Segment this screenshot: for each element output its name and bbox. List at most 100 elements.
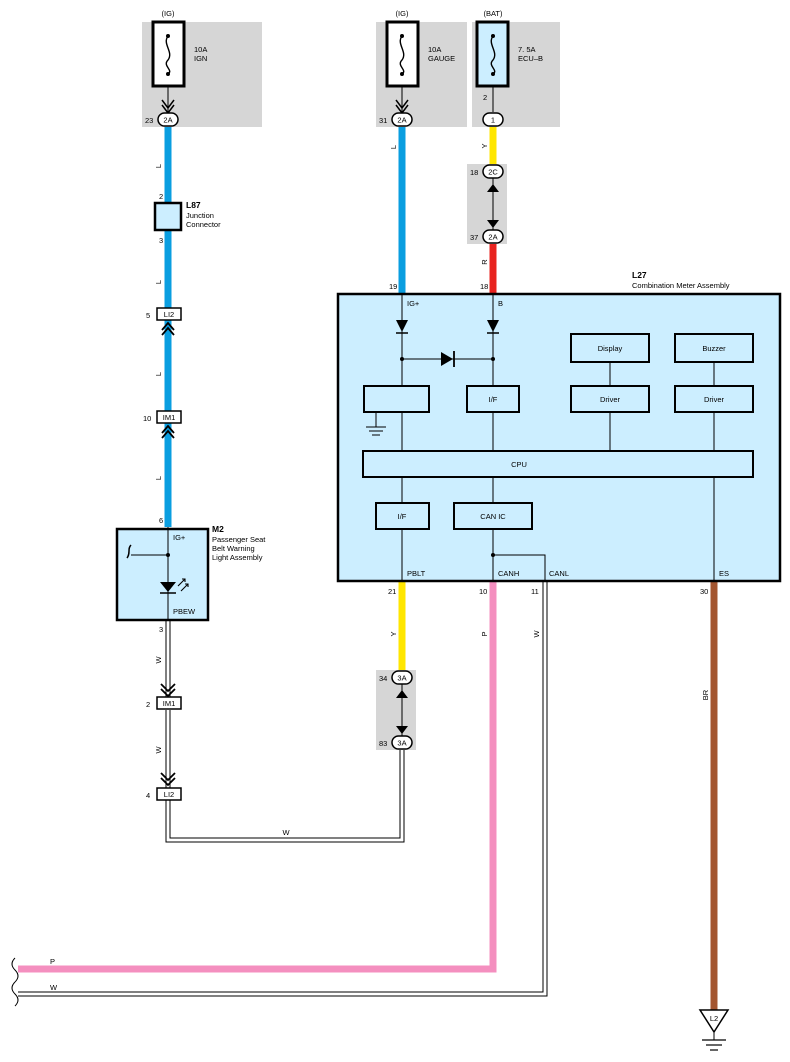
- j3a-top-pin: 34: [379, 674, 387, 683]
- l27-pin-canl: 11: [531, 587, 539, 596]
- wire-label-im1-li2: W: [154, 746, 163, 754]
- svg-text:3A: 3A: [397, 674, 406, 683]
- j2a-pin: 37: [470, 233, 478, 242]
- svg-text:2A: 2A: [163, 116, 172, 125]
- connector-ecub-1: 1: [482, 112, 504, 127]
- l27-pblt-label: PBLT: [407, 569, 426, 578]
- wire-label-es: BR: [701, 689, 710, 700]
- fuse-ign: [151, 20, 186, 88]
- l27-combination-meter-assembly: [336, 292, 782, 583]
- l27-pin-es: 30: [700, 587, 708, 596]
- gauge-power-source: (IG): [396, 9, 409, 18]
- wire-label-ign-d: L: [154, 476, 163, 480]
- gauge-pin: 31: [379, 116, 387, 125]
- l27-pin-canh: 10: [479, 587, 487, 596]
- diode-icon: [441, 352, 453, 366]
- wire-label-ecub: Y: [480, 143, 489, 148]
- ign-pin: 23: [145, 116, 153, 125]
- l27-cpu-label: CPU: [511, 460, 527, 469]
- l27-display-label: Display: [598, 344, 623, 353]
- arrow-3a-top: [396, 690, 408, 698]
- im1-bottom-pin: 2: [146, 700, 150, 709]
- svg-text:L2: L2: [710, 1014, 718, 1023]
- l27-if1-label: I/F: [489, 395, 498, 404]
- l27-if2-label: I/F: [398, 512, 407, 521]
- connector-li2-top: LI2: [156, 307, 182, 336]
- break-mark-p: [11, 957, 19, 983]
- m2-ig-label: IG+: [173, 533, 186, 542]
- fuse-gauge: [385, 20, 420, 88]
- gauge-fuse-rating: 10A: [428, 45, 441, 54]
- wire-label-gauge: L: [389, 145, 398, 149]
- svg-text:LI2: LI2: [164, 310, 174, 319]
- l87-junction-connector: [153, 201, 183, 232]
- wire-label-ign-a: L: [154, 164, 163, 168]
- ecub-power-source: (BAT): [483, 9, 503, 18]
- l27-cpu-box: [362, 450, 754, 478]
- l87-label-1: Junction: [186, 211, 214, 220]
- connector-im1-top: IM1: [156, 410, 182, 439]
- m2-pin-top: 6: [159, 516, 163, 525]
- l27-name: Combination Meter Assembly: [632, 281, 730, 290]
- l27-buzzer-label: Buzzer: [702, 344, 726, 353]
- l27-canic-box: [453, 502, 533, 530]
- l27-if-box-1: [466, 385, 520, 413]
- ign-fuse-rating: 10A: [194, 45, 207, 54]
- svg-text:2A: 2A: [488, 233, 497, 242]
- wire-canh-pink: [18, 581, 497, 973]
- l27-buzzer-box: [674, 333, 754, 363]
- connector-li2-bottom: LI2: [156, 772, 182, 801]
- l27-pin-ig: 19: [389, 282, 397, 291]
- l87-pin-top: 2: [159, 192, 163, 201]
- wire-w-li2-3a: [165, 750, 405, 843]
- m2-pin-bottom: 3: [159, 625, 163, 634]
- ign-power-source: (IG): [162, 9, 175, 18]
- gauge-fuse-name: GAUGE: [428, 54, 455, 63]
- l27-pin-b: 18: [480, 282, 488, 291]
- l27-canic-label: CAN IC: [480, 512, 506, 521]
- l27-driver2-label: Driver: [704, 395, 725, 404]
- arrow-3a-bottom: [396, 726, 408, 734]
- l27-canh-label: CANH: [498, 569, 519, 578]
- wire-label-pblt: Y: [389, 631, 398, 636]
- connector-ign-2a: 2A: [157, 112, 179, 127]
- wire-label-bus-w: W: [50, 983, 58, 992]
- m2-code: M2: [212, 524, 224, 534]
- svg-text:3A: 3A: [397, 739, 406, 748]
- connector-im1-bottom: IM1: [156, 683, 182, 710]
- connector-3a-bottom: 3A: [391, 735, 413, 750]
- l27-pin-pblt: 21: [388, 587, 396, 596]
- connector-3a-top: 3A: [391, 670, 413, 685]
- connector-gauge-2a: 2A: [391, 112, 413, 127]
- m2-out-label: PBEW: [173, 607, 196, 616]
- svg-text:LI2: LI2: [164, 790, 174, 799]
- li2-top-pin: 5: [146, 311, 150, 320]
- l87-code: L87: [186, 200, 201, 210]
- ecub-fuse-rating: 7. 5A: [518, 45, 536, 54]
- l27-driver-box-2: [674, 385, 754, 413]
- wire-w-canl: [18, 570, 548, 997]
- svg-text:2C: 2C: [488, 168, 498, 177]
- arrow-2a-up: [487, 220, 499, 228]
- wire-label-li2-3a: W: [282, 828, 290, 837]
- wire-label-canh: P: [480, 631, 489, 636]
- fuse-ecub: [475, 20, 510, 88]
- m2-label-2: Belt Warning: [212, 544, 255, 553]
- svg-text:IM1: IM1: [163, 699, 176, 708]
- wire-label-m2-out: W: [154, 656, 163, 664]
- l27-display-box: [570, 333, 650, 363]
- li2-bottom-pin: 4: [146, 791, 150, 800]
- m2-label-3: Light Assembly: [212, 553, 263, 562]
- connector-2a-junction: 2A: [482, 229, 504, 244]
- j2c-pin: 18: [470, 168, 478, 177]
- l27-canl-label: CANL: [549, 569, 569, 578]
- l87-label-2: Connector: [186, 220, 221, 229]
- l27-es-label: ES: [719, 569, 729, 578]
- connector-2c: 2C: [482, 164, 504, 179]
- wire-label-j2a: R: [480, 259, 489, 265]
- m2-warning-light-assembly: [115, 527, 210, 622]
- ign-fuse-name: IGN: [194, 54, 207, 63]
- wire-label-ign-c: L: [154, 372, 163, 376]
- ecub-pin: 2: [483, 93, 487, 102]
